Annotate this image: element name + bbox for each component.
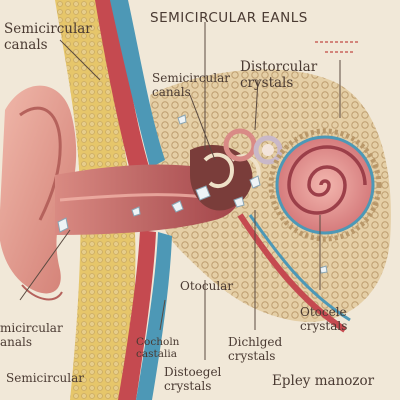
leader-lines — [19, 22, 341, 360]
crystals — [57, 114, 328, 274]
blue-canal-band — [110, 0, 165, 168]
leader-line-distorcular — [254, 79, 259, 131]
crystal — [319, 265, 328, 274]
leader-line-cochla — [159, 299, 166, 331]
leader-line-top-left — [59, 39, 101, 81]
cochlea-spiral — [287, 145, 367, 215]
outer-ear — [0, 85, 77, 294]
vestibular-nerve — [237, 213, 347, 333]
cochlea-outer-cells — [268, 128, 382, 242]
crystal — [131, 206, 141, 217]
label-otocele-crystals: Otocele crystals — [300, 305, 348, 333]
semicircular-canal-loop-2 — [253, 135, 283, 165]
label-semicircular-canals-left-bottom: micircular anals — [0, 321, 63, 349]
label-distoegel-crystals: Distoegel crystals — [164, 365, 222, 393]
label-semicircular-canals-mid: Semicircular canals — [152, 71, 231, 99]
leader-line-canals-mid — [189, 94, 216, 161]
crystal — [233, 196, 245, 208]
title-label: SEMICIRCULAR EANLS — [150, 10, 308, 26]
crystal — [195, 185, 211, 201]
label-semicircular-bottom: Semicircular — [6, 371, 85, 385]
label-epley-maneuver: Epley manozor — [272, 373, 375, 389]
label-cocholn-castalia: Cocholn castalia — [136, 336, 180, 361]
ear-helix-fold — [19, 106, 62, 221]
red-canal-band — [95, 0, 150, 178]
cochlea-outer-ring — [275, 135, 375, 235]
semicircular-canal-loop-1 — [223, 128, 257, 162]
semicircular-canal-loop-3 — [262, 144, 274, 156]
ear-canal-highlight — [59, 193, 211, 202]
crystal — [171, 200, 184, 213]
label-dichlged-crystals: Dichlged crystals — [228, 335, 283, 363]
label-distorcular-crystals: Distorcular crystals — [240, 59, 318, 91]
label-semicircular-canals-top-left: Semicircular canals — [4, 21, 92, 53]
red-canal-band-lower — [118, 230, 156, 400]
crystal — [249, 175, 261, 189]
blue-canal-band-lower — [136, 232, 172, 400]
leader-line-left-bottom — [19, 229, 71, 301]
earlobe — [21, 284, 63, 301]
label-otocular: Otocular — [180, 279, 234, 293]
vestibular-nerve-blue — [248, 214, 351, 322]
crystal — [57, 217, 69, 233]
crystal — [177, 114, 187, 125]
ossicle-malleus — [203, 152, 235, 189]
